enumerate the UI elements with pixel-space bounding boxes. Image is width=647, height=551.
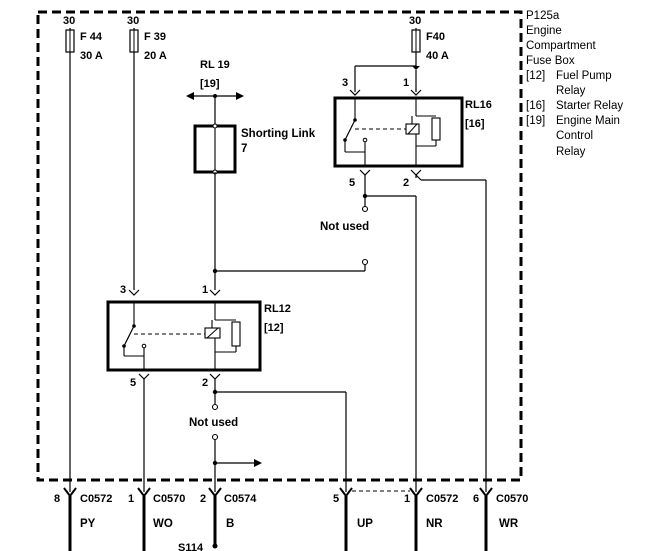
conn-6-id: C0570 [496, 493, 528, 505]
relay-rl16: RL16 [16] [333, 96, 492, 168]
fuse-f39: 30 F 39 20 A [127, 15, 167, 290]
fuse-f44-rating: 30 A [80, 50, 103, 62]
splice-label: S114 [178, 542, 204, 551]
fuse-box-title-line-1: P125a [526, 10, 560, 22]
rl12-inputs: 3 1 [120, 284, 221, 296]
fuse-f40-circuit: 30 [409, 15, 421, 27]
fuse-f40-name: F40 [426, 31, 445, 43]
fuse-box-boundary [36, 10, 523, 482]
fuse-f40-rating: 40 A [426, 50, 449, 62]
fuse-box-title-line-2: Engine [526, 25, 562, 37]
legend-code-16: [16] [526, 100, 545, 112]
fuse-f39-rating: 20 A [144, 50, 167, 62]
rl16-pin-2: 2 [403, 177, 409, 189]
fuse-f44-circuit: 30 [63, 15, 75, 27]
conn-3-pin: 2 [200, 493, 206, 505]
conn-1-wire: PY [80, 518, 96, 530]
legend-text-19-b: Control [556, 130, 593, 142]
rl12-pin-5: 5 [130, 377, 136, 389]
rl16-pin-5: 5 [349, 177, 355, 189]
conn-1-id: C0572 [80, 493, 112, 505]
conn-2-id: C0570 [153, 493, 185, 505]
connector-pin5: 5 UP [333, 487, 410, 551]
conn-6-wire: WR [499, 518, 519, 530]
rl16-box [333, 96, 464, 168]
legend-text-19-a: Engine Main [556, 115, 620, 127]
rl12-pin-3: 3 [120, 284, 126, 296]
rl16-ref: [16] [465, 118, 485, 130]
rl16-pin-1: 1 [403, 77, 409, 89]
fuse-f40: 30 F40 40 A [409, 15, 449, 62]
fuse-box-label: P125a Engine Compartment Fuse Box [526, 10, 596, 67]
legend-code-19: [19] [526, 115, 545, 127]
fuse-f44-name: F 44 [80, 31, 103, 43]
relay-rl12: RL12 [12] [106, 300, 291, 372]
not-used-lower: Not used [189, 417, 238, 429]
fuse-box-title-line-4: Fuse Box [526, 55, 575, 67]
rl12-ref: [12] [264, 322, 284, 334]
rl16-outputs: 5 2 Not used [320, 169, 487, 492]
conn-6-pin: 6 [473, 493, 479, 505]
rl12-outputs: 5 2 Not used [130, 373, 347, 492]
rl12-pin-2: 2 [202, 377, 208, 389]
legend-text-12-a: Fuel Pump [556, 70, 612, 82]
conn-1-pin: 8 [54, 493, 60, 505]
connector-c0570-pin1: 1 C0570 WO [128, 487, 185, 551]
connector-c0572-pin1: 1 C0572 NR [404, 487, 458, 551]
conn-5-pin: 1 [404, 493, 410, 505]
rl16-feed: 3 1 [342, 52, 422, 96]
connector-c0570-pin6: 6 C0570 WR [473, 487, 528, 551]
connector-c0574-pin2: 2 C0574 B S114 [178, 487, 257, 551]
conn-5-wire: NR [426, 518, 443, 530]
rl12-name: RL12 [264, 303, 291, 315]
fuse-f39-name: F 39 [144, 31, 166, 43]
rl16-name: RL16 [465, 99, 492, 111]
rl12-pin-1: 1 [202, 284, 208, 296]
legend-text-12-b: Relay [556, 85, 586, 97]
shorting-link-number: 7 [241, 143, 247, 155]
fuse-box-title-line-3: Compartment [526, 40, 596, 52]
rl12-box [106, 300, 262, 372]
connector-c0572-pin8: 8 C0572 PY [54, 487, 112, 551]
not-used-upper: Not used [320, 221, 369, 233]
rl19-ref: [19] [200, 78, 220, 90]
conn-2-wire: WO [153, 518, 173, 530]
conn-2-pin: 1 [128, 493, 134, 505]
fuse-f44: 30 F 44 30 A [63, 15, 103, 492]
conn-3-wire: B [226, 518, 234, 530]
conn-4-wire: UP [357, 518, 373, 530]
relay-rl19: RL 19 [19] [186, 59, 244, 126]
fuse-f39-circuit: 30 [127, 15, 139, 27]
legend-text-16-a: Starter Relay [556, 100, 623, 112]
fuse-box-legend: [12] Fuel Pump Relay [16] Starter Relay … [526, 70, 623, 158]
legend-code-12: [12] [526, 70, 545, 82]
shorting-link: Shorting Link 7 [193, 123, 369, 290]
rl19-name: RL 19 [200, 59, 230, 71]
conn-3-id: C0574 [224, 493, 257, 505]
conn-4-pin: 5 [333, 493, 339, 505]
legend-text-19-c: Relay [556, 146, 586, 158]
conn-5-id: C0572 [426, 493, 458, 505]
shorting-link-label: Shorting Link [241, 128, 316, 140]
rl16-pin-3: 3 [342, 77, 348, 89]
